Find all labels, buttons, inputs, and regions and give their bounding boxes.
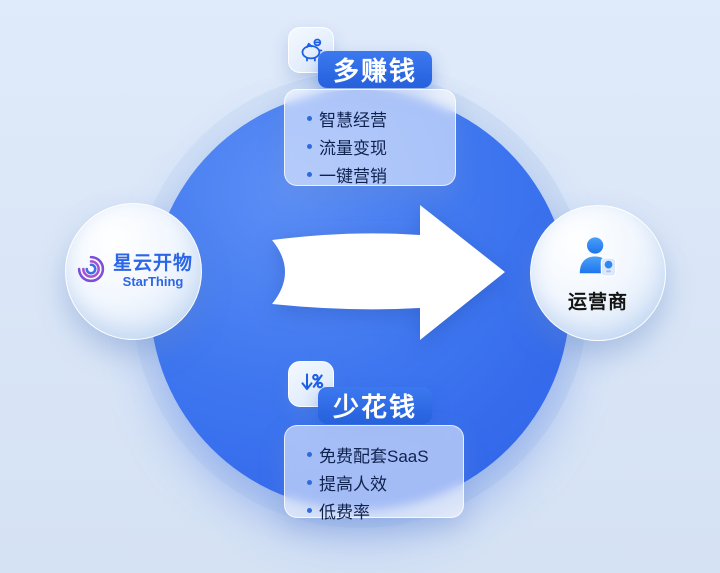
starthing-swirl-icon (74, 252, 108, 291)
brand-node: 星云开物 StarThing (65, 203, 202, 340)
brand-text: 星云开物 StarThing (113, 253, 193, 290)
benefit-item: 智慧经营 (307, 104, 441, 132)
benefit-item: 提高人效 (307, 468, 449, 496)
benefit-item: 流量变现 (307, 132, 441, 160)
bullet-dot (307, 171, 312, 177)
bullet-dot (307, 115, 312, 121)
bullet-dot (307, 143, 312, 149)
bullet-dot (307, 479, 312, 485)
benefit-item: 免费配套SaaS (307, 440, 449, 468)
operator-label: 运营商 (567, 291, 628, 313)
benefit-bottom-title-badge: 少花钱 (318, 387, 432, 424)
flow-arrow (272, 205, 505, 340)
operator-person-icon (574, 233, 622, 284)
bullet-dot (307, 507, 312, 513)
bullet-dot (307, 451, 312, 457)
benefit-item: 低费率 (307, 496, 449, 524)
operator-node: 运营商 (530, 205, 666, 341)
brand-name-cn: 星云开物 (112, 253, 193, 275)
brand-logo: 星云开物 StarThing (74, 252, 193, 291)
benefit-top-card: 智慧经营 流量变现 一键营销 (284, 89, 456, 186)
benefit-item: 一键营销 (307, 160, 441, 188)
benefit-bottom-card: 免费配套SaaS 提高人效 低费率 (284, 425, 464, 522)
benefit-top-title-badge: 多赚钱 (318, 51, 432, 88)
brand-name-en: StarThing (122, 273, 184, 289)
